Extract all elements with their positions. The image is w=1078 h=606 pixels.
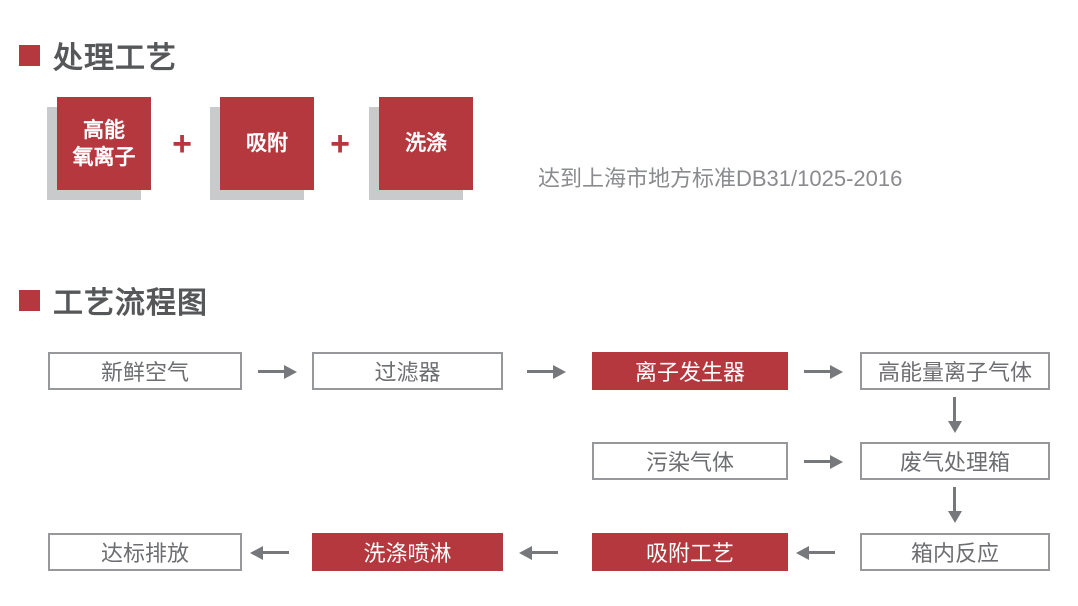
flow-node-label: 吸附工艺 [645, 541, 734, 566]
section-flow-title: 工艺流程图 [53, 287, 208, 320]
flow-node-waste-gas-chamber: 废气处理箱 [860, 442, 1050, 480]
process-block-line: 氧离子 [72, 145, 136, 169]
process-block-line: 洗涤 [405, 132, 447, 155]
section-process-title: 处理工艺 [53, 42, 177, 75]
process-block-high-energy-oxygen-ion: 高能 氧离子 [57, 97, 151, 190]
flow-node-in-box-reaction: 箱内反应 [860, 533, 1050, 571]
arrow-left-icon [519, 545, 558, 560]
process-block-line: 高能 [83, 118, 125, 142]
flow-node-ion-generator: 离子发生器 [592, 352, 788, 390]
flow-node-label: 污染气体 [645, 450, 734, 475]
flow-node-adsorption-process: 吸附工艺 [592, 533, 788, 571]
standard-note: 达到上海市地方标准DB31/1025-2016 [538, 166, 903, 191]
process-block-adsorption: 吸附 [220, 97, 314, 190]
arrow-right-icon [258, 364, 297, 379]
process-block-washing: 洗涤 [379, 97, 473, 190]
plus-icon: + [172, 125, 192, 163]
flow-node-label: 高能量离子气体 [877, 360, 1032, 385]
arrow-left-icon [796, 545, 835, 560]
arrow-down-icon [947, 397, 962, 433]
red-square-bullet-icon [19, 44, 40, 66]
arrow-right-icon [527, 364, 566, 379]
flow-node-compliant-discharge: 达标排放 [48, 533, 242, 571]
flow-node-label: 洗涤喷淋 [363, 541, 452, 566]
flow-node-filter: 过滤器 [312, 352, 503, 390]
flow-node-fresh-air: 新鲜空气 [48, 352, 242, 390]
flow-node-label: 箱内反应 [910, 541, 999, 566]
flow-node-label: 离子发生器 [634, 360, 745, 385]
flow-node-polluted-gas: 污染气体 [592, 442, 788, 480]
arrow-right-icon [804, 364, 843, 379]
flow-node-high-energy-ion-gas: 高能量离子气体 [860, 352, 1050, 390]
arrow-left-icon [250, 545, 289, 560]
flow-node-washing-spray: 洗涤喷淋 [312, 533, 503, 571]
process-block-line: 吸附 [246, 132, 288, 155]
flow-node-label: 达标排放 [100, 541, 189, 566]
flow-node-label: 新鲜空气 [100, 360, 189, 385]
section-flow-heading: 工艺流程图 [19, 278, 208, 322]
flow-node-label: 废气处理箱 [899, 450, 1010, 475]
flow-node-label: 过滤器 [374, 360, 441, 385]
section-process-heading: 处理工艺 [19, 33, 177, 77]
red-square-bullet-icon [19, 289, 40, 311]
arrow-down-icon [947, 487, 962, 523]
plus-icon: + [330, 125, 350, 163]
arrow-right-icon [804, 454, 843, 469]
